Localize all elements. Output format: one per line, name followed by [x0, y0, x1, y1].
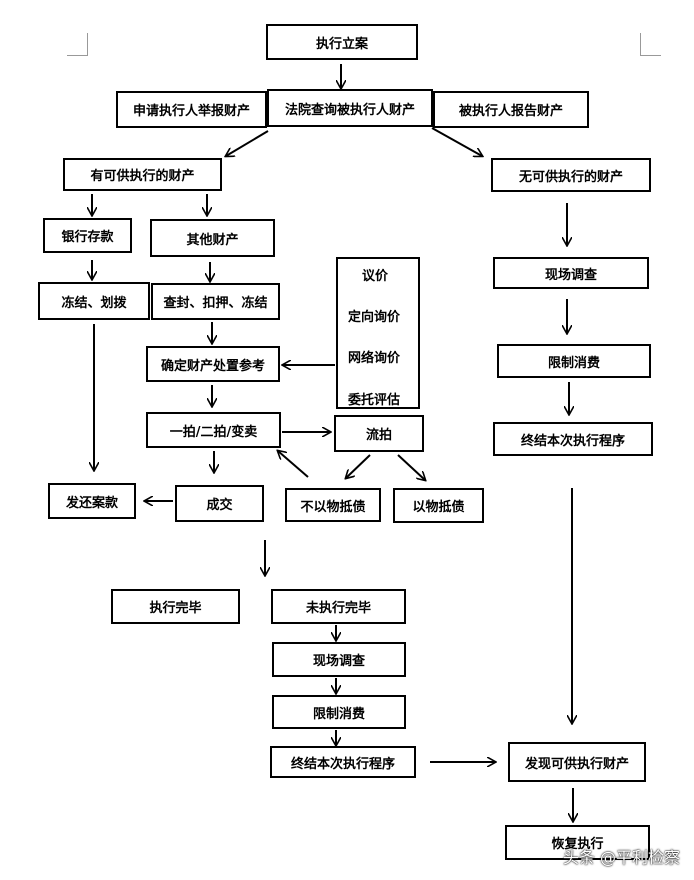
node-apply-report: 申请执行人举报财产: [116, 91, 267, 128]
node-other-property: 其他财产: [150, 219, 275, 257]
arrow-failed-to-offset: [397, 454, 425, 480]
node-negotiate: 议价: [362, 269, 389, 284]
node-online-inquiry: 网络询价: [348, 351, 401, 366]
node-execution-complete: 执行完毕: [111, 589, 240, 624]
node-deal: 成交: [175, 485, 264, 522]
node-bank-deposit: 银行存款: [43, 218, 132, 253]
node-execution-incomplete: 未执行完毕: [271, 589, 406, 624]
page-corner-mark-left: [67, 33, 88, 56]
arrow-failed-to-no-offset: [346, 454, 371, 478]
watermark: 头条 @平利检察: [562, 848, 680, 867]
node-terminate-bottom: 终结本次执行程序: [270, 746, 416, 778]
node-no-property: 无可供执行的财产: [491, 158, 651, 192]
node-valuation-methods: [336, 257, 420, 409]
node-entrust-appraisal: 委托评估: [348, 393, 401, 408]
arrow-query-to-no-property: [431, 127, 482, 156]
node-return-payment: 发还案款: [48, 483, 136, 519]
node-restrict-consumption-bottom: 限制消费: [272, 695, 406, 729]
node-debtor-report: 被执行人报告财产: [433, 91, 589, 128]
node-filing: 执行立案: [266, 24, 418, 60]
node-court-query: 法院查询被执行人财产: [267, 89, 433, 127]
node-site-survey-bottom: 现场调查: [272, 642, 406, 677]
node-failed-auction: 流拍: [334, 415, 424, 452]
node-restrict-consumption-right: 限制消费: [497, 344, 651, 378]
node-auction: 一拍/二拍/变卖: [146, 412, 281, 448]
node-freeze-transfer: 冻结、划拨: [38, 282, 150, 320]
node-terminate-right: 终结本次执行程序: [493, 422, 653, 456]
node-resume-execution: 恢复执行: [505, 825, 650, 860]
page-corner-mark-right: [640, 33, 661, 56]
node-found-property: 发现可供执行财产: [508, 742, 646, 782]
node-seal-seize-freeze: 查封、扣押、冻结: [151, 283, 280, 320]
node-offset: 以物抵债: [393, 488, 484, 523]
node-no-offset: 不以物抵债: [285, 488, 381, 522]
node-determine-reference: 确定财产处置参考: [146, 346, 280, 382]
arrow-query-to-has-property: [226, 130, 269, 156]
node-has-property: 有可供执行的财产: [63, 158, 222, 191]
node-directed-inquiry: 定向询价: [348, 310, 401, 325]
node-site-survey-right: 现场调查: [493, 257, 649, 289]
arrow-no-offset-to-auction: [278, 451, 309, 478]
